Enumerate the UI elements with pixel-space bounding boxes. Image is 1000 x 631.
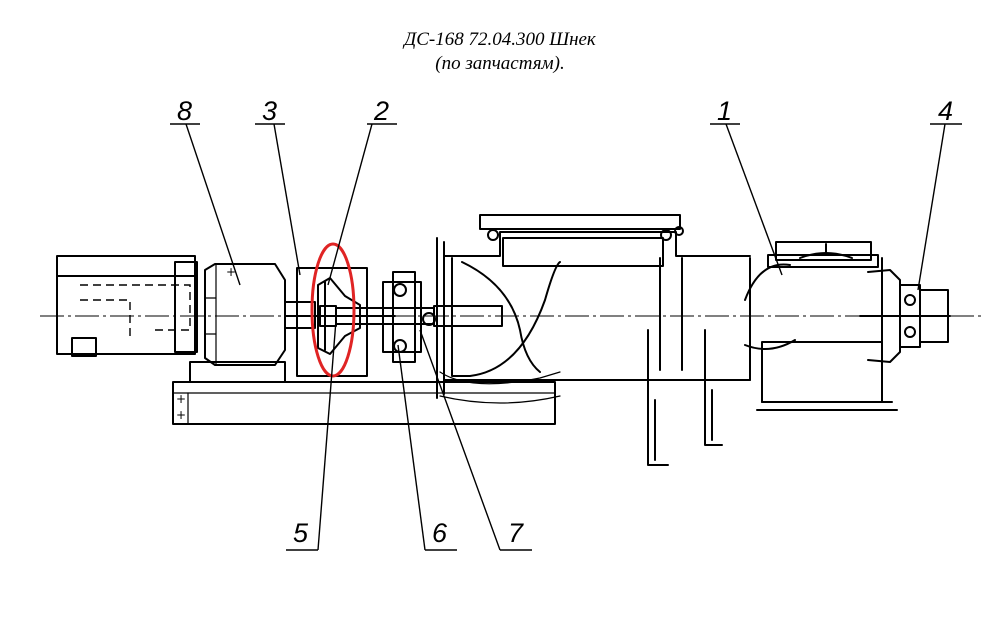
callout-1: 1: [717, 96, 732, 126]
svg-text:+: +: [226, 265, 236, 279]
svg-text:+: +: [176, 408, 186, 422]
base-frame: + +: [172, 381, 556, 425]
callout-3: 3: [262, 96, 277, 126]
callout-7: 7: [508, 518, 524, 548]
screw-flight: [439, 257, 561, 404]
discharge-section: [744, 241, 898, 411]
drawing-title-line-2: (по запчастям).: [435, 53, 565, 74]
drawing-title: ДС-168 72.04.300 Шнек (по запчастям).: [0, 28, 1000, 76]
shaft: [335, 305, 503, 327]
coupling-housing: [284, 267, 396, 377]
bearing-housing-left: [382, 271, 422, 363]
callout-8: 8: [177, 96, 192, 126]
callout-5: 5: [293, 518, 309, 548]
svg-text:+: +: [176, 392, 186, 406]
highlight-ellipse: [310, 242, 356, 378]
end-bearing: [859, 269, 951, 363]
callout-labels: 8 3 2 1 4 5 6 7: [170, 96, 962, 551]
callout-2: 2: [373, 96, 389, 126]
callout-6: 6: [432, 518, 448, 548]
callout-4: 4: [938, 96, 953, 126]
electric-motor: [56, 255, 198, 357]
support-legs: [647, 329, 723, 466]
gearbox: +: [189, 263, 286, 383]
drawing-title-line-1: ДС-168 72.04.300 Шнек: [404, 29, 596, 50]
trough-casing: [436, 214, 751, 399]
